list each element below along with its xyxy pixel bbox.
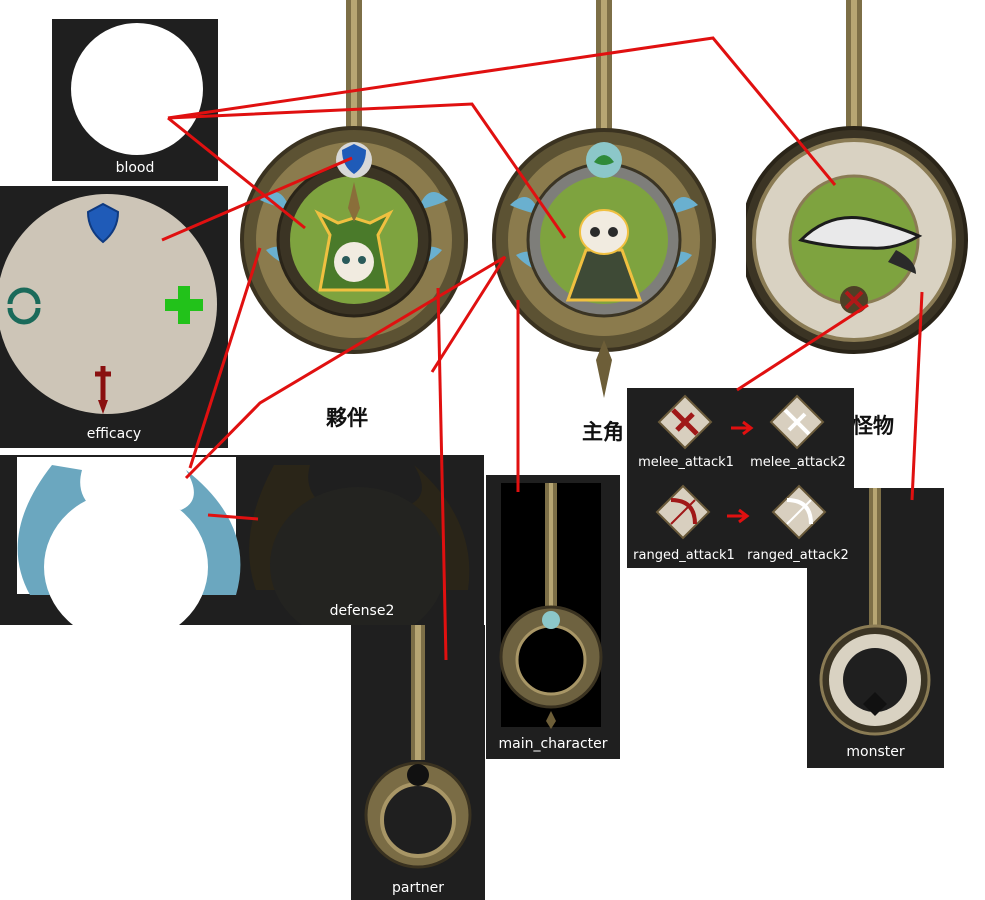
attack-panel: melee_attack1 melee_attack2 ranged_attac… — [627, 388, 854, 568]
shield-icon — [86, 202, 120, 244]
defense-panel: defense1 defense2 — [0, 455, 484, 625]
efficacy-label: efficacy — [86, 426, 142, 442]
main-character-panel: main_character — [486, 475, 620, 759]
bow-icon — [771, 484, 827, 540]
ranged-attack1-label: ranged_attack1 — [633, 548, 735, 563]
skull-hood-icon — [314, 209, 394, 292]
leaf-orb-icon — [586, 142, 622, 178]
monster-medallion — [746, 0, 968, 354]
title-main-character: 主角 — [582, 419, 624, 444]
defense2-label: defense2 — [329, 603, 395, 619]
melee-attack2-label: melee_attack2 — [750, 455, 846, 470]
blood-panel: blood — [52, 19, 218, 181]
ranged-attack2-label: ranged_attack2 — [747, 548, 849, 563]
bow-icon — [655, 484, 711, 540]
partner-medallion — [240, 0, 468, 354]
cycle-icon — [7, 287, 41, 325]
sword-icon — [840, 286, 868, 314]
sword-icon — [657, 394, 713, 450]
defense1-label: defense1 — [95, 603, 161, 619]
title-monster: 怪物 — [852, 413, 894, 438]
sword-icon — [95, 366, 111, 414]
main-character-medallion — [492, 0, 716, 398]
shield-icon — [336, 142, 372, 178]
bone-fish-icon — [798, 216, 923, 274]
efficacy-panel: efficacy — [0, 186, 228, 448]
sword-icon — [769, 394, 825, 450]
partner-label: partner — [392, 880, 444, 896]
partner-panel: partner — [351, 625, 485, 900]
monster-label: monster — [846, 744, 905, 760]
main-character-label: main_character — [498, 736, 608, 752]
melee-attack1-label: melee_attack1 — [638, 455, 734, 470]
blood-label: blood — [115, 160, 155, 176]
title-partner: 夥伴 — [326, 405, 368, 430]
skull-hood-icon — [565, 209, 643, 302]
